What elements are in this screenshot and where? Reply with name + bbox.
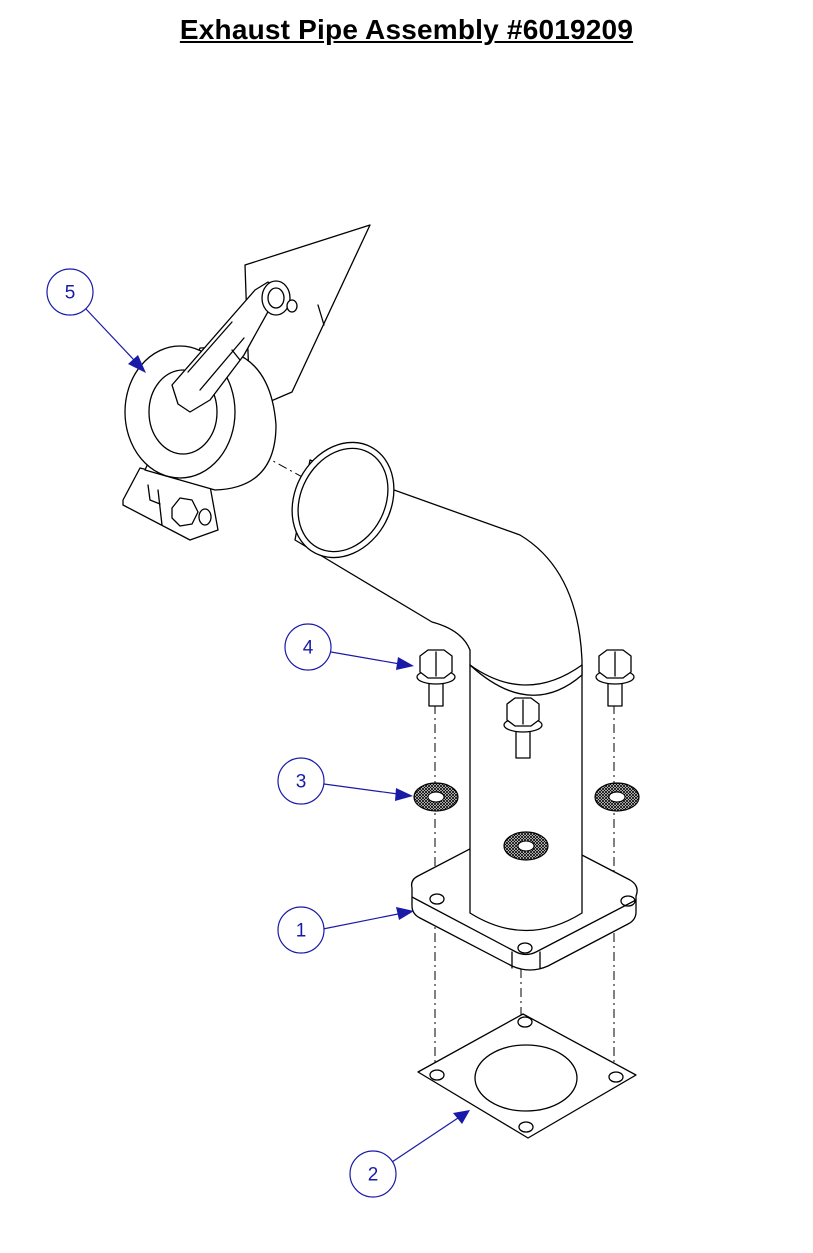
gasket-part-2: [417, 1013, 637, 1139]
callout-3: 3: [277, 757, 413, 805]
callout-2: 2: [349, 1110, 470, 1198]
callout-2-label: 2: [368, 1165, 379, 1186]
page-title: Exhaust Pipe Assembly #6019209: [179, 14, 634, 45]
bolt-center: [503, 697, 543, 759]
bolts-part-4: [416, 649, 635, 759]
callout-4-label: 4: [303, 638, 314, 659]
bolt-left: [416, 649, 456, 707]
callout-5-label: 5: [65, 283, 76, 304]
callout-3-label: 3: [296, 772, 307, 793]
serrated-washers-part-3: [413, 782, 640, 861]
rain-cap-part-5: [122, 224, 371, 541]
exhaust-pipe-part-1: [291, 441, 638, 971]
callout-5: 5: [46, 268, 146, 373]
callout-1: 1: [277, 906, 414, 954]
callout-1-label: 1: [296, 921, 307, 942]
bolt-right: [595, 649, 635, 707]
callout-4: 4: [284, 623, 414, 671]
